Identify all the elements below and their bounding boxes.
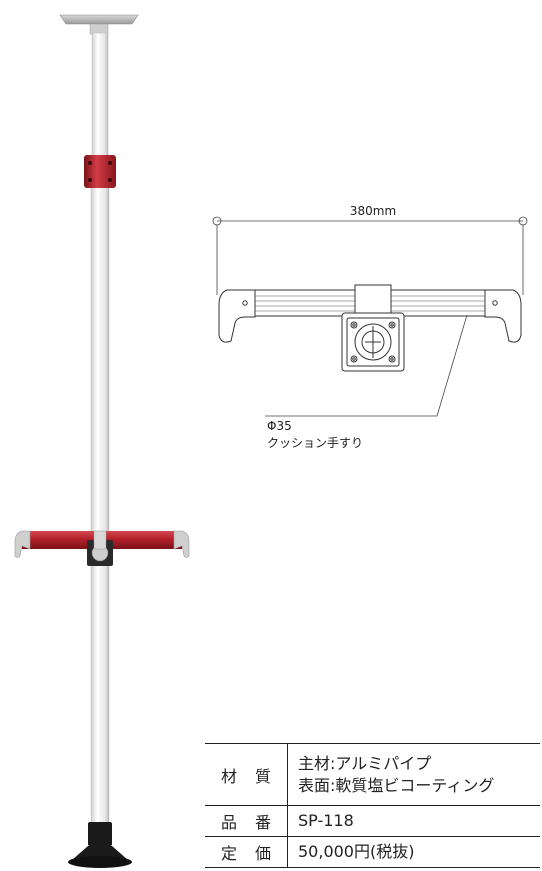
mounting-bracket xyxy=(341,312,405,372)
spec-row-item-number: 品番 SP-118 xyxy=(205,805,540,837)
spec-label: 定価 xyxy=(205,836,288,868)
spec-table: 材質 主材:アルミパイプ 表面:軟質塩ビコーティング 品番 SP-118 定価 … xyxy=(205,743,540,868)
floor-base xyxy=(68,822,132,868)
spec-row-price: 定価 50,000円(税抜) xyxy=(205,836,540,868)
product-illustration xyxy=(14,14,190,868)
spec-value: 主材:アルミパイプ 表面:軟質塩ビコーティング xyxy=(287,743,540,806)
cushion-handrail xyxy=(14,530,190,566)
callout-name: クッション手すり xyxy=(267,436,363,450)
width-label: 380mm xyxy=(350,204,396,218)
lower-pole xyxy=(90,184,110,831)
dimension-line xyxy=(212,216,528,295)
spec-value: SP-118 xyxy=(287,805,540,837)
upper-pole xyxy=(91,32,109,174)
ceiling-plate xyxy=(59,14,139,35)
callout-diameter: Φ35 xyxy=(267,419,292,433)
spec-label: 品番 xyxy=(205,805,288,837)
red-collar xyxy=(84,155,116,188)
spec-row-material: 材質 主材:アルミパイプ 表面:軟質塩ビコーティング xyxy=(205,743,540,806)
spec-label: 材質 xyxy=(205,743,288,806)
callout-leader xyxy=(265,314,468,417)
spec-value: 50,000円(税抜) xyxy=(287,836,540,868)
technical-drawing: 380mm Φ35 クッション手すり xyxy=(212,204,528,450)
